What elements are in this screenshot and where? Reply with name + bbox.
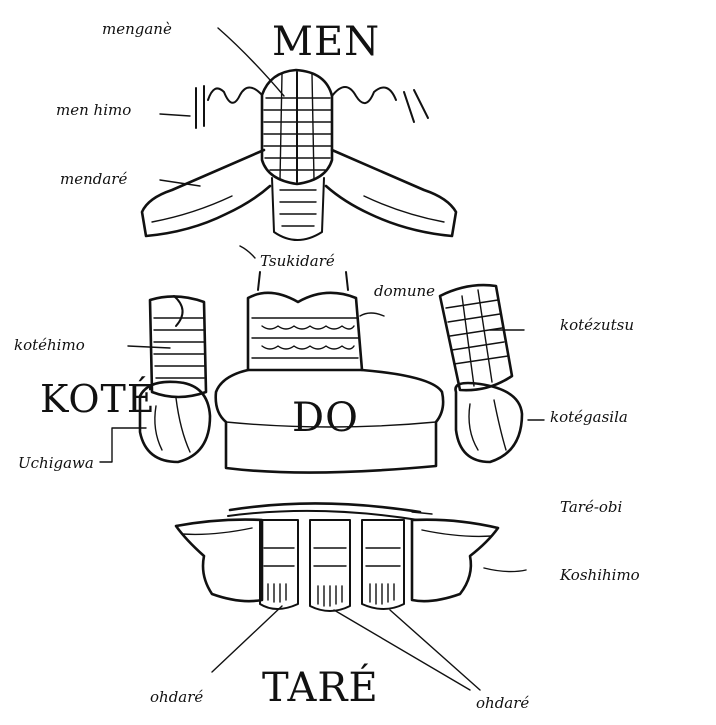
tare-title: TARÉ bbox=[262, 668, 379, 708]
kotezutsu-label: kotézutsu bbox=[560, 318, 634, 333]
koshihimo-label: Koshihimo bbox=[560, 568, 640, 583]
kotegashira-label: kotégasila bbox=[550, 410, 628, 425]
men-title: MEN bbox=[272, 22, 380, 62]
odare-left-label: ohdaré bbox=[150, 690, 203, 705]
menhimo-label: men himo bbox=[56, 103, 131, 118]
kote-right-drawing bbox=[440, 285, 544, 462]
tsukidare-label: Tsukidaré bbox=[260, 254, 335, 269]
kote-title: KOTÉ bbox=[40, 380, 156, 418]
do-chest-drawing bbox=[216, 272, 443, 473]
do-title: DO bbox=[292, 398, 359, 438]
uchigawa-label: Uchigawa bbox=[18, 456, 94, 471]
mendare-label: mendaré bbox=[60, 172, 127, 187]
tareobi-label: Taré-obi bbox=[560, 500, 622, 515]
tare-waist-drawing bbox=[176, 503, 526, 690]
kotehimo-label: kotéhimo bbox=[14, 338, 85, 353]
domune-label: domune bbox=[374, 284, 435, 299]
mengane-label: menganè bbox=[102, 22, 172, 37]
odare-right-label: ohdaré bbox=[476, 696, 529, 711]
